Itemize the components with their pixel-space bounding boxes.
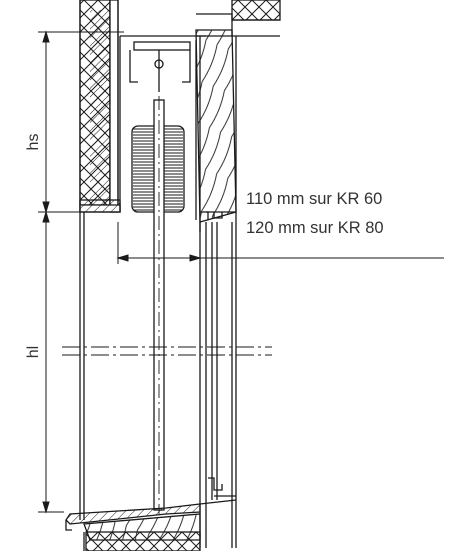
dimension-label-hl: hl — [25, 346, 42, 358]
window-profile — [199, 36, 237, 548]
timber-frame — [195, 29, 237, 223]
note-line-2: 120 mm sur KR 80 — [246, 219, 384, 237]
dimension-lines — [38, 30, 444, 514]
shutter-shaft — [153, 96, 165, 514]
break-lines — [62, 346, 272, 356]
left-jamb — [79, 199, 121, 520]
window-sill — [65, 499, 237, 551]
dimension-label-hs: hs — [25, 134, 42, 151]
note-line-1: 110 mm sur KR 60 — [246, 190, 382, 208]
upper-wall — [79, 0, 119, 213]
top-insulation-block — [196, 0, 281, 37]
